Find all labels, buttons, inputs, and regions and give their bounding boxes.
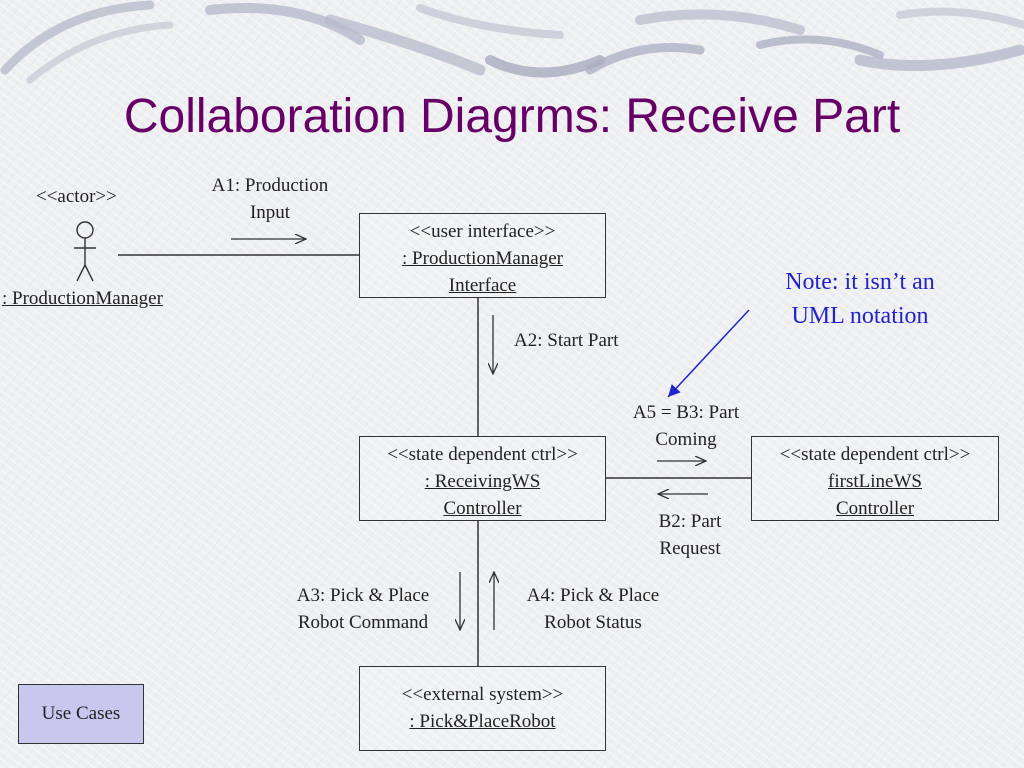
page-title: Collaboration Diagrms: Receive Part: [123, 90, 901, 143]
actor-name: : ProductionManager: [2, 288, 163, 309]
object-name-cont: Interface: [448, 275, 517, 296]
object-name: firstLineWS: [828, 471, 922, 492]
object-name: : ProductionManager: [402, 248, 563, 269]
object-name-cont: Controller: [443, 498, 522, 519]
object-pick-place-robot: <<external system>> : Pick&PlaceRobot: [359, 666, 606, 751]
object-stereotype: <<state dependent ctrl>>: [387, 444, 578, 465]
object-stereotype: <<external system>>: [401, 684, 564, 705]
decorative-swirls: [0, 0, 1024, 84]
object-name: : ReceivingWS: [424, 471, 541, 492]
object-name-cont: Controller: [835, 498, 915, 519]
object-stereotype: <<state dependent ctrl>>: [779, 444, 971, 465]
object-stereotype: <<user interface>>: [409, 221, 556, 242]
object-receiving-ws-controller: <<state dependent ctrl>> : ReceivingWS C…: [359, 436, 606, 521]
note-pointer-arrow: [667, 309, 750, 398]
message-a2: A2: Start Part: [514, 330, 619, 351]
actor-stereotype: <<actor>>: [36, 186, 117, 207]
use-cases-button[interactable]: Use Cases: [18, 684, 144, 744]
actor-stick-figure-icon: [74, 221, 96, 282]
object-firstline-ws-controller: <<state dependent ctrl>> firstLineWS Con…: [751, 436, 999, 521]
object-name: : Pick&PlaceRobot: [409, 711, 556, 732]
object-production-manager-interface: <<user interface>> : ProductionManager I…: [359, 213, 606, 298]
